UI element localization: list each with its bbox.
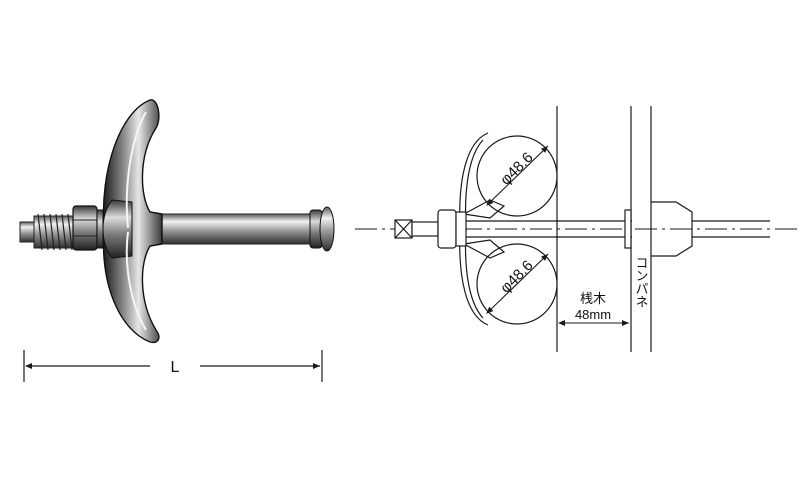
nut-section (437, 209, 457, 249)
washer-section (455, 211, 467, 247)
rod-flange-section (624, 209, 632, 249)
clamp-cone (462, 199, 506, 259)
screw-tip (19, 213, 75, 251)
hex-nut (72, 205, 98, 251)
length-label: L (171, 359, 180, 376)
rod-end-flange (309, 206, 335, 252)
bar-label: 桟木 (580, 291, 606, 306)
panel-label: コンパネ (634, 256, 649, 308)
washer (96, 209, 104, 249)
outer-cone (651, 201, 693, 257)
bar-width-label: 48mm (575, 307, 611, 322)
length-dimension: L (23, 350, 323, 382)
butterfly-wing (102, 99, 163, 344)
bar-width-dimension: 桟木 48mm (558, 291, 629, 326)
screw-thread-section (411, 221, 439, 237)
anchor-product-illustration: L (19, 99, 335, 382)
